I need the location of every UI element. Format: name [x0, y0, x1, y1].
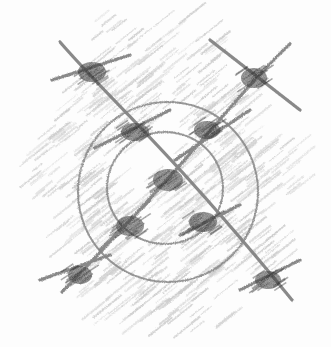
shading-stroke [226, 263, 235, 270]
shading-stroke [129, 29, 143, 40]
shading-stroke [149, 318, 172, 336]
shading-stroke [31, 175, 43, 185]
shading-stroke [281, 138, 294, 149]
shading-stroke [246, 105, 271, 125]
shading-stroke [190, 307, 203, 318]
shading-stroke [33, 164, 42, 171]
shading-stroke [255, 139, 278, 158]
shading-stroke [272, 149, 297, 169]
shading-stroke [266, 230, 294, 253]
shading-stroke [124, 247, 143, 262]
shading-stroke [261, 203, 275, 214]
shading-stroke [139, 46, 163, 65]
shading-stroke [92, 31, 103, 40]
node-mark [235, 65, 273, 92]
shading-stroke [222, 83, 241, 98]
shading-stroke [175, 67, 189, 78]
shading-stroke [242, 126, 264, 144]
shading-stroke [142, 93, 161, 109]
shading-stroke [78, 121, 87, 128]
shading-stroke [196, 20, 223, 42]
shading-stroke [49, 167, 59, 175]
shading-stroke [133, 287, 156, 305]
shading-stroke [179, 3, 205, 24]
shading-stroke [139, 41, 164, 61]
shading-stroke [120, 316, 129, 324]
shading-stroke [216, 308, 242, 328]
shading-stroke [58, 164, 81, 183]
shading-stroke [253, 229, 272, 244]
shading-stroke [54, 197, 80, 218]
shading-stroke [179, 90, 195, 103]
shading-stroke [269, 150, 283, 161]
shading-stroke [206, 96, 226, 112]
shading-stroke [56, 95, 77, 112]
shading-stroke [46, 216, 73, 238]
shading-stroke [177, 78, 190, 89]
shading-stroke [115, 189, 134, 204]
shading-stroke [154, 11, 174, 27]
shading-stroke [235, 140, 256, 157]
shading-stroke [117, 59, 138, 76]
shading-stroke [65, 227, 84, 243]
shading-stroke [199, 55, 220, 72]
shading-stroke [50, 240, 72, 257]
shading-stroke [107, 21, 121, 32]
shading-stroke [109, 294, 134, 314]
shading-stroke [111, 239, 130, 254]
shading-stroke [156, 267, 167, 276]
shading-stroke [278, 176, 295, 190]
shading-stroke [123, 311, 151, 334]
shading-stroke [140, 306, 159, 321]
shading-stroke [163, 98, 176, 108]
shading-stroke [108, 168, 131, 187]
shading-stroke [95, 11, 109, 22]
shading-stroke [288, 135, 310, 153]
shading-stroke [167, 193, 179, 203]
shading-stroke [261, 168, 272, 177]
shading-stroke [164, 54, 187, 72]
shading-stroke [102, 15, 116, 26]
shading-stroke [74, 92, 87, 102]
shading-stroke [82, 284, 97, 296]
shading-stroke [67, 188, 79, 198]
shading-stroke [77, 187, 103, 208]
shading-stroke [112, 236, 136, 255]
shading-stroke [217, 312, 235, 326]
shading-stroke [214, 280, 237, 299]
shading-stroke [63, 77, 83, 93]
shading-stroke [160, 310, 178, 325]
